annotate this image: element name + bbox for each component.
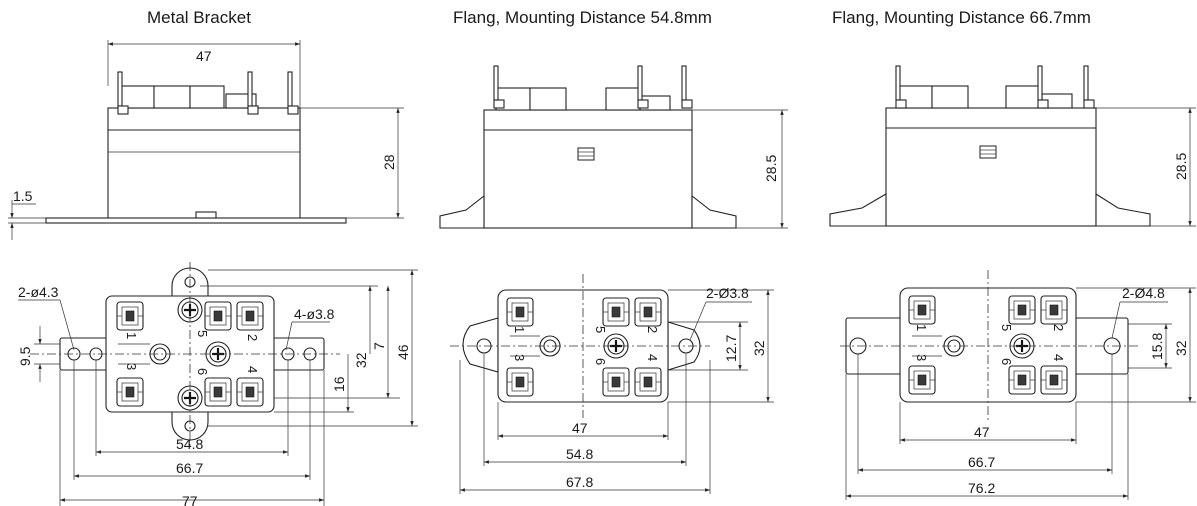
dim-77-v1: 77: [182, 493, 198, 506]
pin-6-v1: 6: [195, 368, 210, 375]
dim-15-8: 15.8: [1149, 333, 1165, 360]
dim-32-v3: 32: [1173, 340, 1189, 356]
dim-28-5-v2: 28.5: [763, 155, 779, 182]
pin-5-v1: 5: [195, 330, 210, 337]
pin-4-v1: 4: [245, 366, 260, 373]
metal-bracket-bottom-view: [18, 262, 418, 506]
title-metal-bracket: Metal Bracket: [147, 8, 251, 27]
pin-3-v2: 3: [512, 354, 527, 361]
title-flang-54-8: Flang, Mounting Distance 54.8mm: [453, 8, 712, 27]
dim-66-7-v1: 66.7: [176, 460, 203, 476]
dim-32-v2: 32: [751, 340, 767, 356]
pin-2-v3: 2: [1051, 324, 1066, 331]
dim-9-5: 9.5: [17, 346, 33, 366]
title-flang-66-7: Flang, Mounting Distance 66.7mm: [832, 8, 1091, 27]
dim-12-7: 12.7: [723, 335, 739, 362]
dim-16-v1: 16: [331, 376, 347, 392]
dim-28-5-v3: 28.5: [1173, 153, 1189, 180]
dim-32-v1: 32: [353, 352, 369, 368]
pin-4-v3: 4: [1051, 354, 1066, 361]
dim-67-8-v2: 67.8: [566, 474, 593, 490]
dim-47-v2: 47: [572, 420, 588, 436]
pin-6-v2: 6: [593, 358, 608, 365]
flang-54-8-side-view: [439, 65, 788, 229]
dim-1-5-v1-side: 1.5: [13, 188, 33, 204]
pin-3-v1: 3: [124, 363, 139, 370]
pin-5-v2: 5: [593, 326, 608, 333]
pin-1-v3: 1: [914, 324, 929, 331]
pin-5-v3: 5: [999, 324, 1014, 331]
metal-bracket-side-view: [8, 40, 404, 240]
dim-46-v1: 46: [395, 344, 411, 360]
dim-hole-2-3-8: 2-Ø3.8: [706, 285, 749, 301]
pin-1-v1: 1: [124, 332, 139, 339]
dim-54-8-v1: 54.8: [176, 436, 203, 452]
dim-hole-4-3-8: 4-ø3.8: [294, 306, 335, 322]
dim-7-v1: 7: [371, 342, 387, 350]
dim-47-v1-side: 47: [196, 48, 212, 64]
dim-28-v1-side: 28: [381, 154, 397, 170]
dim-hole-2-4-8: 2-Ø4.8: [1122, 285, 1165, 301]
dim-47-v3: 47: [974, 424, 990, 440]
dim-54-8-v2: 54.8: [566, 446, 593, 462]
flang-66-7-side-view: [829, 65, 1196, 227]
pin-3-v3: 3: [914, 354, 929, 361]
pin-1-v2: 1: [512, 326, 527, 333]
pin-2-v2: 2: [645, 326, 660, 333]
dim-76-2-v3: 76.2: [968, 480, 995, 496]
dim-66-7-v3: 66.7: [968, 454, 995, 470]
pin-4-v2: 4: [645, 354, 660, 361]
pin-2-v1: 2: [245, 334, 260, 341]
flang-54-8-bottom-view: [450, 274, 774, 494]
dim-hole-2-4-3: 2-ø4.3: [18, 284, 59, 300]
pin-6-v3: 6: [999, 358, 1014, 365]
flang-66-7-bottom-view: [840, 270, 1196, 500]
